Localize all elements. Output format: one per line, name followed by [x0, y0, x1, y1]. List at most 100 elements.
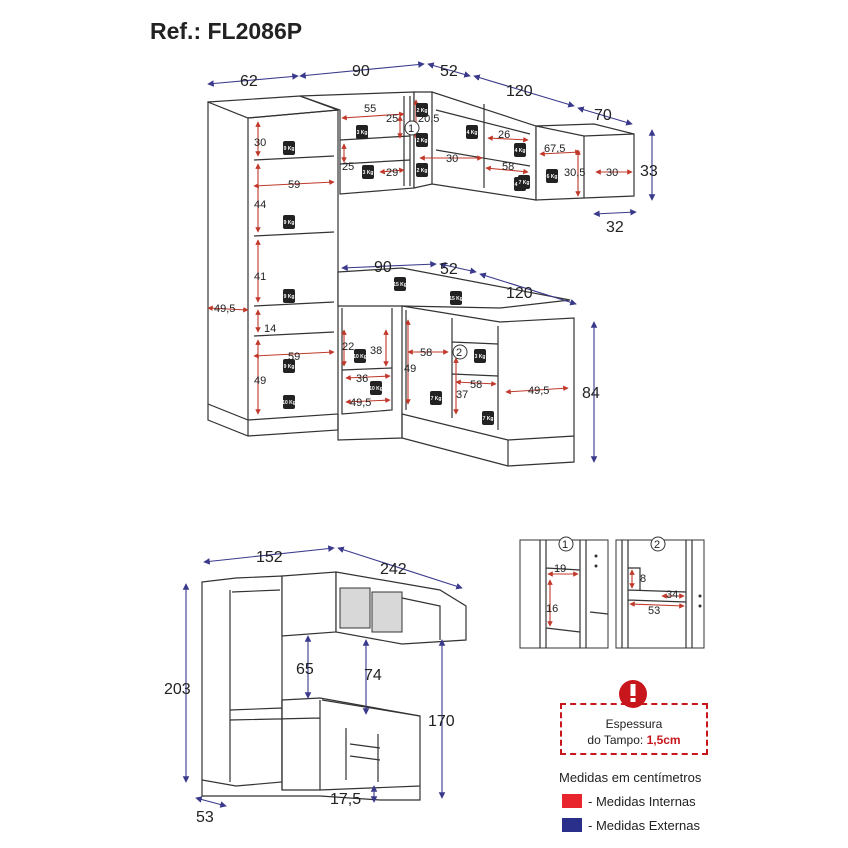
- idim-49-5-right: 49,5: [528, 385, 549, 397]
- idim-30-5: 30,5: [564, 167, 585, 179]
- weight-badge: 7 Kg: [430, 391, 442, 405]
- weight-badges: 9 Kg 9 Kg 9 Kg 9 Kg 10 Kg 3 Kg 3 Kg 2 Kg 2 Kg 2 K…: [282, 103, 558, 425]
- ldim-170: 170: [428, 713, 455, 730]
- ldim-203: 203: [164, 681, 191, 698]
- idim-49: 49: [254, 375, 266, 387]
- detail-2-dim-8: 8: [640, 573, 646, 585]
- idim-30: 30: [254, 137, 266, 149]
- weight-badge: 3 Kg: [362, 165, 374, 179]
- dim-90-top: 90: [352, 63, 370, 80]
- idim-14: 14: [264, 323, 276, 335]
- ldim-65: 65: [296, 661, 314, 678]
- warning-value: 1,5cm: [646, 733, 681, 747]
- weight-label: 4 Kg: [467, 130, 478, 136]
- dim-84: 84: [582, 385, 600, 402]
- ldim-53: 53: [196, 809, 214, 826]
- weight-label: 2 Kg: [417, 168, 428, 174]
- weight-label: 3 Kg: [363, 170, 374, 176]
- idim-67-5: 67,5: [544, 143, 565, 155]
- weight-label: 9 Kg: [284, 294, 295, 300]
- idim-49-base: 49: [404, 363, 416, 375]
- weight-label: 2 Kg: [417, 138, 428, 144]
- dim-33: 33: [640, 163, 658, 180]
- idim-25-a: 25: [386, 113, 398, 125]
- legend-external-swatch: [562, 818, 582, 832]
- idim-58-a: 58: [420, 347, 432, 359]
- weight-label: 7 Kg: [519, 180, 530, 186]
- idim-58-mid: 58: [502, 161, 514, 173]
- legend-internal-label: - Medidas Internas: [588, 794, 696, 809]
- weight-badge: 7 Kg: [482, 411, 494, 425]
- legend-internal: - Medidas Internas: [562, 794, 696, 809]
- ldim-17-5: 17,5: [330, 791, 361, 808]
- idim-37: 37: [456, 389, 468, 401]
- upper-callouts: 1 2: [404, 120, 468, 360]
- idim-30-right: 30: [606, 167, 618, 179]
- weight-badge: 7 Kg: [518, 175, 530, 189]
- legend-external-label: - Medidas Externas: [588, 818, 700, 833]
- detail-1: 1 19 16: [519, 536, 609, 649]
- weight-label: 2 Kg: [417, 108, 428, 114]
- idim-22: 22: [342, 341, 354, 353]
- upper-internal-dimension-labels: 30 59 44 41 49,5 14 59 49 55 25 25 29 20…: [214, 103, 618, 409]
- idim-30-mid: 30: [446, 153, 458, 165]
- idim-58-b: 58: [470, 379, 482, 391]
- idim-36: 36: [356, 373, 368, 385]
- weight-badge: 4 Kg: [466, 125, 478, 139]
- weight-label: 9 Kg: [284, 146, 295, 152]
- weight-badge: 10 Kg: [282, 395, 296, 409]
- idim-49-5-base: 49,5: [350, 397, 371, 409]
- weight-label: 7 Kg: [431, 396, 442, 402]
- countertop-thickness-box: Espessura do Tampo: 1,5cm: [560, 703, 708, 755]
- dim-52-base: 52: [440, 261, 458, 278]
- callout-1: 1: [408, 123, 414, 135]
- weight-label: 10 Kg: [353, 354, 367, 360]
- legend-internal-swatch: [562, 794, 582, 808]
- reference-title: Ref.: FL2086P: [150, 18, 303, 44]
- exclamation-icon: [619, 680, 647, 708]
- idim-59-top: 59: [288, 179, 300, 191]
- weight-badge: 9 Kg: [283, 359, 295, 373]
- upper-cabinet-drawing: [207, 91, 635, 467]
- lower-kitchen-drawing: [201, 571, 467, 801]
- warning-line1: Espessura: [605, 717, 663, 731]
- lower-dimension-lines: [182, 545, 463, 808]
- idim-49-5-left: 49,5: [214, 303, 235, 315]
- idim-41: 41: [254, 271, 266, 283]
- idim-38: 38: [370, 345, 382, 357]
- weight-label: 3 Kg: [475, 354, 486, 360]
- weight-label: 9 Kg: [284, 364, 295, 370]
- lower-dimension-labels: 152 242 203 65 74 170 53 17,5: [164, 549, 455, 826]
- weight-label: 10 Kg: [282, 400, 296, 406]
- weight-label: 3 Kg: [357, 130, 368, 136]
- weight-label: 6 Kg: [547, 174, 558, 180]
- weight-label: 15 Kg: [393, 282, 407, 288]
- dim-90-base: 90: [374, 259, 392, 276]
- idim-44: 44: [254, 199, 266, 211]
- callout-2: 2: [456, 347, 462, 359]
- weight-label: 15 Kg: [449, 296, 463, 302]
- upper-external-dimension-labels: 62 90 52 120 70 33 32 90 52 120 84: [240, 63, 658, 402]
- weight-badge: 6 Kg: [546, 169, 558, 183]
- weight-badge: 15 Kg: [449, 291, 463, 305]
- detail-1-label: 1: [562, 539, 568, 551]
- weight-badge: 10 Kg: [353, 349, 367, 363]
- weight-label: 7 Kg: [483, 416, 494, 422]
- detail-2: 2 8 34 53: [615, 536, 705, 649]
- weight-badge: 3 Kg: [356, 125, 368, 139]
- dim-120-top: 120: [506, 83, 533, 100]
- warning-prefix: do Tampo:: [587, 733, 644, 747]
- weight-badge: 2 Kg: [416, 163, 428, 177]
- units-note: Medidas em centímetros: [559, 770, 702, 785]
- upper-external-dimension-lines: [207, 61, 656, 463]
- weight-badge: 3 Kg: [474, 349, 486, 363]
- dim-52-top: 52: [440, 63, 458, 80]
- warning-line2: do Tampo: 1,5cm: [562, 733, 706, 747]
- weight-badge: 9 Kg: [283, 141, 295, 155]
- weight-badge: 2 Kg: [416, 133, 428, 147]
- weight-badge: 9 Kg: [283, 215, 295, 229]
- ldim-242: 242: [380, 561, 407, 578]
- dim-62: 62: [240, 73, 258, 90]
- weight-badge: 10 Kg: [369, 381, 383, 395]
